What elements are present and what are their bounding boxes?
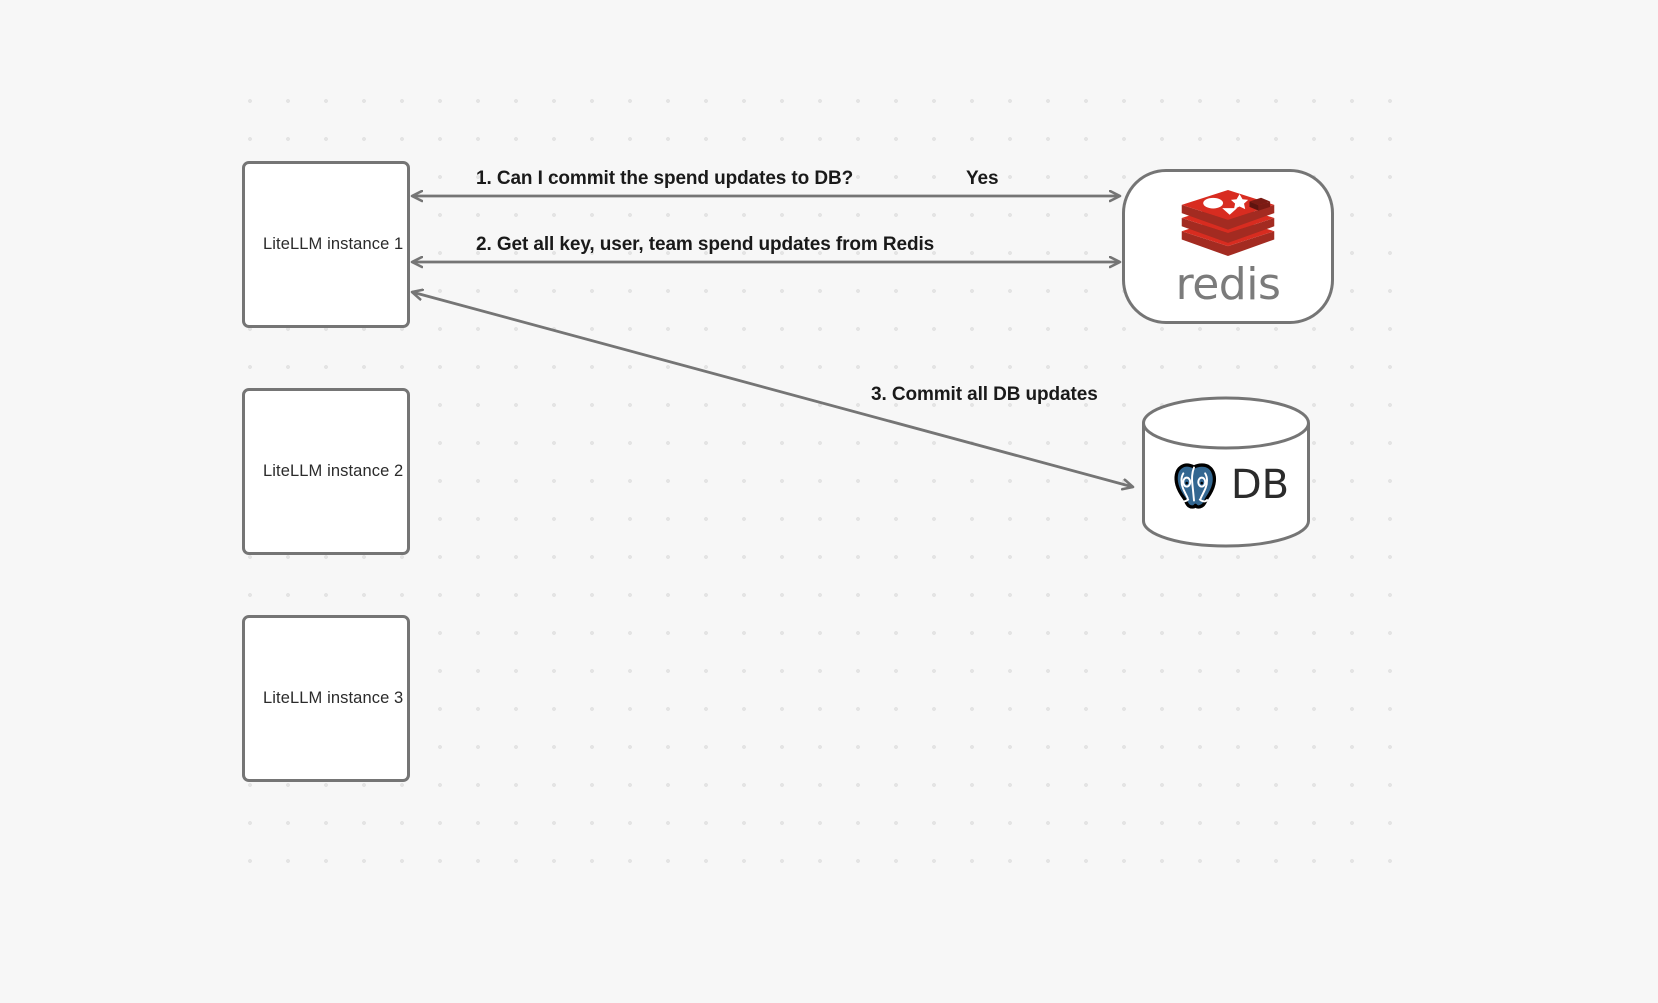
edge-1-label: 1. Can I commit the spend updates to DB? <box>476 168 854 189</box>
postgresql-elephant-icon <box>1163 454 1225 516</box>
node-litellm-instance-2[interactable]: LiteLLM instance 2 <box>242 388 410 555</box>
node-database[interactable]: DB <box>1141 396 1311 548</box>
node-litellm-instance-1[interactable]: LiteLLM instance 1 <box>242 161 410 328</box>
database-cylinder-shape <box>1142 396 1310 548</box>
node-litellm-instance-3-label: LiteLLM instance 3 <box>263 689 404 707</box>
database-label: DB <box>1230 462 1290 508</box>
node-litellm-instance-1-label: LiteLLM instance 1 <box>263 235 404 253</box>
node-litellm-instance-3[interactable]: LiteLLM instance 3 <box>242 615 410 782</box>
edge-1-reply-label: Yes <box>966 168 999 189</box>
node-redis[interactable]: redis <box>1122 169 1334 324</box>
redis-wordmark: redis <box>1175 258 1281 310</box>
node-litellm-instance-2-label: LiteLLM instance 2 <box>263 462 404 480</box>
edge-2-label: 2. Get all key, user, team spend updates… <box>476 234 935 255</box>
edge-3-label: 3. Commit all DB updates <box>871 384 1098 405</box>
redis-logo-icon <box>1174 185 1282 261</box>
